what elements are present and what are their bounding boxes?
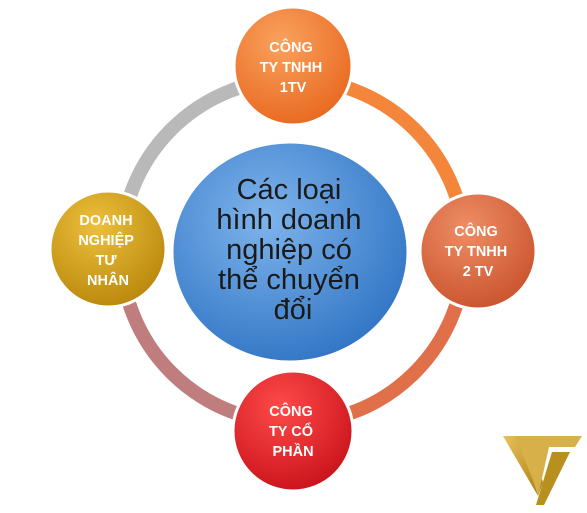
center-line-2: hình doanh	[216, 204, 361, 236]
node-right-line-2: TY TNHH	[445, 244, 508, 260]
logo-top-bar	[515, 436, 582, 496]
node-left-line-4: NHÂN	[87, 271, 129, 289]
node-bottom-circle	[231, 369, 355, 493]
center-node: Các loại hình doanh nghiệp có thể chuyển…	[170, 140, 410, 364]
node-bottom-line-1: CÔNG	[269, 402, 313, 420]
node-left-line-3: TƯ	[96, 253, 118, 269]
center-line-1: Các loại	[237, 174, 342, 206]
node-left-line-1: DOANH	[79, 213, 132, 229]
node-left-line-2: NGHIỆP	[78, 231, 134, 249]
center-line-5: đổi	[274, 294, 313, 326]
node-right-line-1: CÔNG	[454, 222, 498, 240]
center-label: Các loại hình doanh nghiệp có thể chuyển…	[216, 174, 369, 326]
node-doanh-nghiep-tu-nhan: DOANH NGHIỆP TƯ NHÂN	[48, 189, 168, 309]
node-cong-ty-tnhh-2tv: CÔNG TY TNHH 2 TV	[418, 191, 538, 311]
tv-logo-icon	[503, 436, 582, 505]
node-cong-ty-tnhh-1tv: CÔNG TY TNHH 1TV	[232, 5, 354, 127]
node-bottom-label: CÔNG TY CỔ PHẦN	[269, 402, 317, 460]
node-bottom-line-2: TY CỔ	[269, 422, 313, 440]
node-bottom-line-3: PHẦN	[272, 443, 313, 460]
logo-left-stroke	[503, 436, 543, 496]
center-line-4: thể chuyển	[218, 264, 360, 296]
node-cong-ty-co-phan: CÔNG TY CỔ PHẦN	[231, 369, 355, 493]
node-left-circle	[48, 189, 168, 309]
node-top-line-2: TY TNHH	[260, 60, 323, 76]
node-left-label: DOANH NGHIỆP TƯ NHÂN	[78, 213, 137, 289]
node-right-line-3: 2 TV	[463, 264, 494, 280]
node-top-line-1: CÔNG	[269, 38, 313, 56]
node-right-label: CÔNG TY TNHH 2 TV	[445, 222, 512, 280]
node-right-circle	[418, 191, 538, 311]
node-top-circle	[232, 5, 354, 127]
logo-right-stroke	[536, 452, 570, 505]
node-top-line-3: 1TV	[280, 80, 307, 96]
center-line-3: nghiệp có	[226, 234, 352, 266]
node-top-label: CÔNG TY TNHH 1TV	[260, 38, 327, 96]
center-circle	[170, 140, 410, 364]
